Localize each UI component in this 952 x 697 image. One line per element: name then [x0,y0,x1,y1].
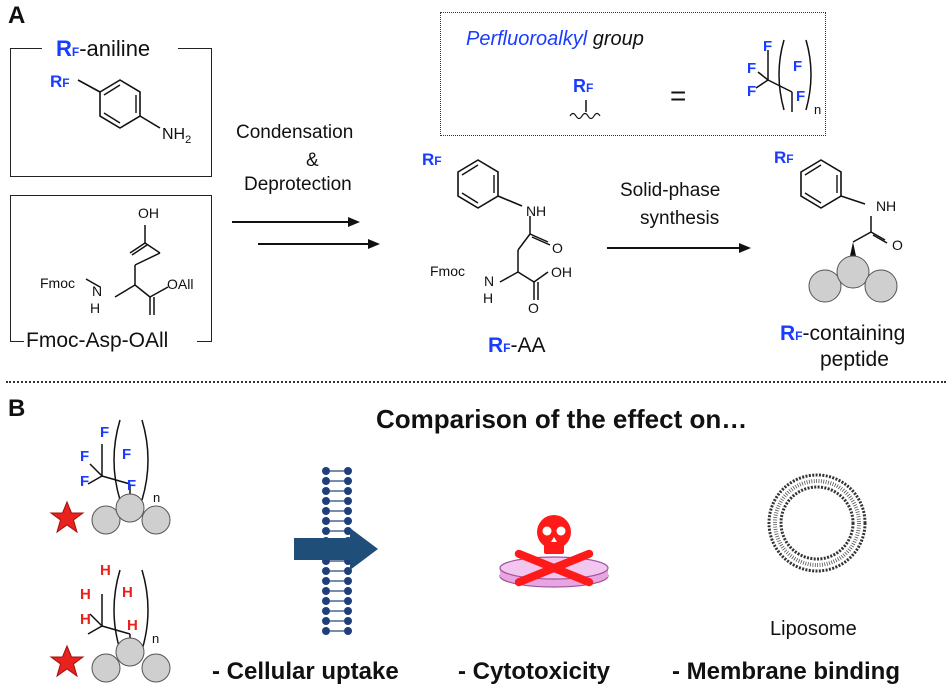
b-h1: H [100,562,111,579]
liposome-label: Liposome [770,618,857,640]
star-icon [49,644,85,678]
skull-crossbones-icon [499,515,609,588]
pf-f5: F [796,88,806,105]
b-n1: n [153,490,161,505]
b-n2: n [152,631,160,646]
fmoc-oall-label: OAll [167,276,194,292]
rfaa-structure [457,159,551,300]
b-h3: H [80,611,91,628]
peptide-o-label: O [892,237,903,253]
step1-arrows [232,217,380,249]
panel-divider [6,381,946,383]
b-f5: F [127,477,137,494]
equals-sign: = [670,80,687,111]
step2-arrow [607,243,751,253]
rfaa-o2-label: O [528,300,539,316]
hydrogenated-peptide-structure [87,569,171,683]
star-icon [49,500,85,534]
rfaa-label: RF-AA [488,334,546,357]
peptide-label-line1: RF-containing [780,322,906,345]
effect-membrane-binding: - Membrane binding [672,658,900,685]
effect-cellular-uptake: - Cellular uptake [212,658,399,685]
rfaa-oh-label: OH [551,264,572,280]
fluorinated-peptide-structure [87,419,171,535]
def-rf-label: RF [573,76,594,96]
rfaa-h-label: H [536,203,547,219]
panel-label-a: A [8,2,26,29]
peptide-structure [800,159,898,303]
b-f1: F [100,424,110,441]
fmoc-oh-label: OH [138,205,159,221]
rf-aniline-structure [77,79,161,129]
aniline-nh2-label: NH2 [162,126,192,147]
rfaa-fmoc-label: Fmoc [430,263,465,279]
wavy-bond-icon [569,100,601,120]
fmoc-label: Fmoc [40,275,75,291]
step2-line2: synthesis [640,208,720,229]
perfluoroalkyl-structure [755,39,812,112]
panel-label-b: B [8,395,26,422]
peptide-label-line2: peptide [820,348,889,371]
perfluoroalkyl-definition-box [440,12,826,136]
peptide-h-label: H [886,198,897,214]
b-h4: H [122,584,133,601]
b-h5: H [127,617,138,634]
pf-f3: F [747,83,757,100]
perfluoroalkyl-title: Perfluoroalkyl group [466,28,644,50]
effect-cytotoxicity: - Cytotoxicity [458,658,611,685]
step1-line2: & [306,150,319,171]
pf-f2: F [747,60,757,77]
b-f3: F [80,473,90,490]
step1-line1: Condensation [236,122,354,143]
fmoc-h-label: H [90,300,101,316]
step2-line1: Solid-phase [620,180,721,201]
fmoc-n-label: N [92,283,103,299]
fmoc-asp-box [10,195,212,342]
step1-line3: Deprotection [244,174,352,195]
liposome-icon [767,473,867,573]
rfaa-nh-label: N [526,203,537,219]
rfaa-n-label: N [484,273,495,289]
comparison-heading: Comparison of the effect on… [376,404,748,434]
fmoc-asp-label: Fmoc-Asp-OAll [26,329,169,352]
peptide-nh-label: N [876,198,887,214]
rfaa-h2-label: H [483,290,494,306]
b-f4: F [122,446,132,463]
rfaa-rf-label: RF [422,150,442,169]
rf-aniline-title: RF-aniline [56,36,151,61]
rfaa-o-label: O [552,240,563,256]
pf-n: n [814,102,822,117]
rf-aniline-box [10,48,212,177]
fmoc-asp-structure [85,225,169,315]
pf-f4: F [793,58,803,75]
aniline-rf-label: RF [50,72,70,91]
b-h2: H [80,586,91,603]
arrow-right-icon [294,528,378,570]
peptide-rf-label: RF [774,148,794,167]
pf-f1: F [763,38,773,55]
b-f2: F [80,448,90,465]
